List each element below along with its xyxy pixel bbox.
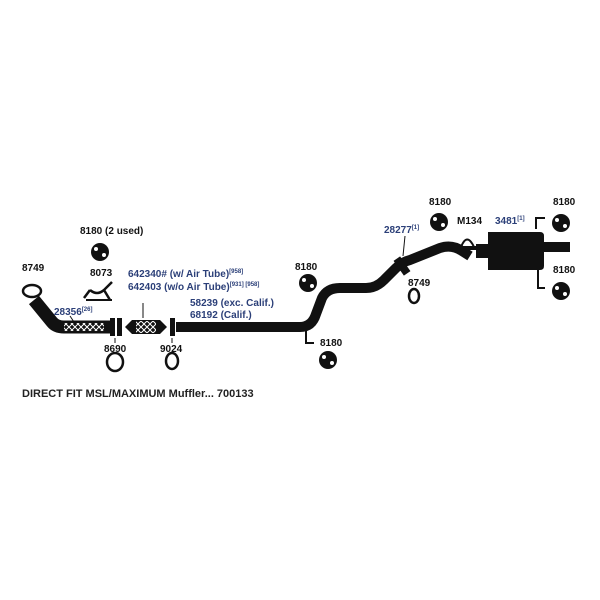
label-8180-mid-bottom: 8180 [320, 338, 343, 349]
flange-clamp-rear [170, 318, 175, 336]
gasket-ring-8690 [105, 351, 125, 373]
pipe-clamp-rear [393, 256, 411, 276]
rubber-hanger-mid-top [299, 274, 317, 292]
label-68192: 68192 (Calif.) [190, 310, 252, 321]
label-8180-right-a: 8180 [429, 197, 452, 208]
muffler [476, 217, 570, 289]
leader-lines [69, 235, 406, 343]
label-28356: 28356[26] [54, 307, 93, 318]
hanger-bracket-8073 [83, 281, 113, 301]
label-8180-2-used: 8180 (2 used) [80, 226, 144, 237]
pipe-hanger-mid [305, 331, 314, 344]
rubber-hanger-right-b [552, 214, 570, 232]
label-8180-right-b: 8180 [553, 197, 576, 208]
label-9024: 9024 [160, 344, 183, 355]
label-58239: 58239 (exc. Calif.) [190, 298, 274, 309]
label-8073: 8073 [90, 268, 113, 279]
label-8180-mid-top: 8180 [295, 262, 318, 273]
gasket-ring-9024 [164, 351, 180, 371]
label-642340: 642340# (w/ Air Tube)[958] [128, 269, 244, 280]
label-m134: M134 [457, 216, 483, 227]
rubber-hanger-right-c [552, 282, 570, 300]
label-8749-rear: 8749 [408, 278, 431, 289]
front-pipe [28, 295, 112, 334]
catalytic-converter [125, 320, 167, 334]
label-28277: 28277[1] [384, 225, 420, 236]
gasket-ring-front [21, 283, 43, 299]
label-8690: 8690 [104, 344, 127, 355]
label-8180-right-c: 8180 [553, 265, 576, 276]
diagram-caption: DIRECT FIT MSL/MAXIMUM Muffler... 700133 [22, 388, 254, 400]
flange-clamp-front [110, 318, 122, 336]
label-642403: 642403 (w/o Air Tube)[931] [958] [128, 282, 260, 293]
intermediate-pipe [176, 241, 473, 332]
u-bolt-clamp-m134 [459, 238, 476, 250]
label-3481: 3481[1] [495, 216, 525, 227]
rubber-hanger-mid-bottom [319, 351, 337, 369]
rubber-hanger-right-a [430, 213, 448, 231]
label-8749-front: 8749 [22, 263, 45, 274]
gasket-ring-rear [407, 287, 421, 305]
rubber-hanger-left [91, 243, 109, 261]
